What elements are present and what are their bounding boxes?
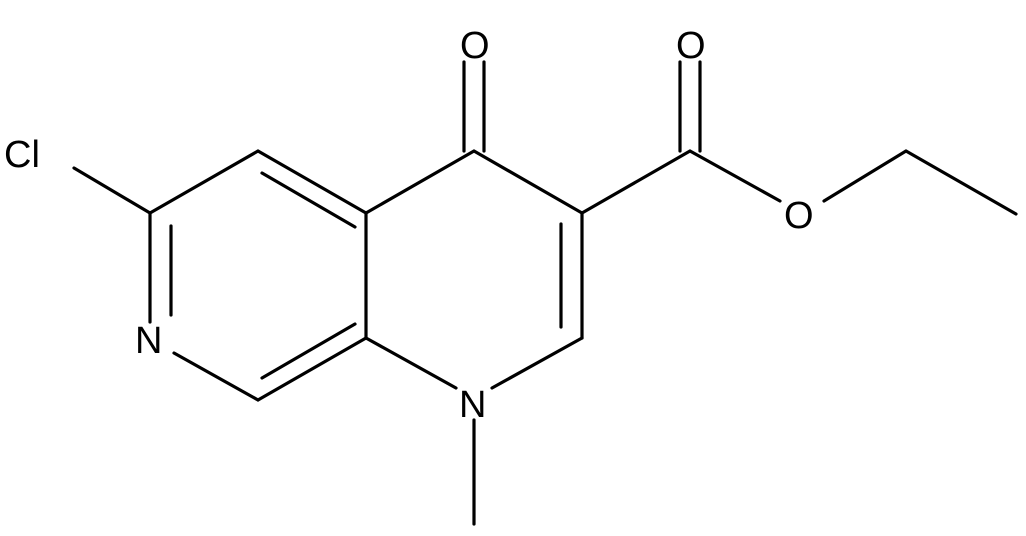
bond-c3-c4 <box>472 149 584 215</box>
atom-cl-label: Cl <box>4 134 40 176</box>
bond-ch2-ch3 <box>904 149 1018 216</box>
bond-c8a-c8 <box>256 336 368 402</box>
bond-carbonyl-oester <box>688 149 782 203</box>
atom-n-ring-label: N <box>135 320 162 362</box>
bond-c6-c5-inner <box>260 171 357 229</box>
bond-ccl-c6 <box>148 149 260 215</box>
bond-oester-ch2 <box>822 149 908 203</box>
atom-n-methyl-label: N <box>459 384 486 426</box>
bond-c8a-c8-inner <box>260 322 357 380</box>
bond-c5-c4a <box>364 149 476 215</box>
atom-o-ester-label: O <box>784 195 814 237</box>
bond-c8a-n1 <box>364 336 458 390</box>
bond-c8-nring <box>172 351 260 402</box>
atom-o-carbonyl-label: O <box>676 25 706 67</box>
bond-c3-ccarbonyl <box>580 149 692 215</box>
atom-o-ketone-label: O <box>460 25 490 67</box>
bond-c6-c5 <box>256 149 368 215</box>
bond-n1-c2 <box>490 336 584 390</box>
bond-ccl-cl <box>72 166 152 215</box>
